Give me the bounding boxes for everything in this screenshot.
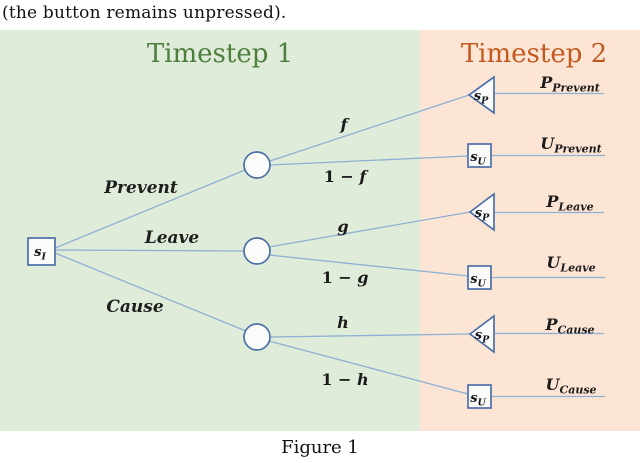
unpressed-node-leave: [467, 265, 492, 290]
outcome-label-p-cause: PCause: [544, 315, 594, 337]
chance-node-cause: [243, 323, 271, 351]
edge-one-minus-f: [269, 155, 469, 166]
pressed-node-leave-label: sP: [475, 206, 490, 224]
root-node-box: [27, 237, 56, 266]
branch-label-cause: Cause: [106, 297, 163, 317]
body-text-fragment: (the button remains unpressed).: [2, 3, 287, 23]
unpressed-node-prevent: [467, 143, 492, 168]
outcome-label-u-leave: ULeave: [546, 253, 595, 275]
outcome-label-u-prevent: UPrevent: [540, 134, 602, 156]
edge-one-minus-g: [268, 254, 469, 277]
timestep1-panel: [0, 30, 420, 431]
edge-f: [269, 94, 470, 162]
branch-label-prevent: Prevent: [103, 178, 178, 198]
edge-g: [268, 211, 471, 248]
pressed-node-leave: [468, 192, 495, 232]
timestep1-header: Timestep 1: [147, 39, 293, 69]
prob-label-f: f: [340, 115, 351, 134]
root-node-label: sI: [34, 245, 46, 263]
outcome-label-u-cause: UCause: [545, 375, 596, 397]
pressed-node-cause-label: sP: [475, 328, 490, 346]
edge-prevent: [54, 169, 246, 249]
timestep2-panel: [420, 30, 640, 431]
prob-label-one-minus-g: 1 − g: [322, 268, 369, 287]
edge-cause: [54, 252, 247, 332]
edge-leave: [54, 249, 245, 252]
prob-label-g: g: [337, 217, 348, 236]
pressed-node-prevent-label: sP: [474, 89, 489, 107]
outcome-label-p-leave: PLeave: [545, 192, 593, 214]
pressed-node-cause: [468, 314, 495, 354]
unpressed-node-cause-label: sU: [470, 391, 486, 409]
chance-node-leave: [243, 237, 271, 265]
figure-caption: Figure 1: [281, 437, 359, 458]
edge-h: [269, 333, 471, 338]
pressed-node-prevent: [467, 75, 495, 115]
prob-label-h: h: [337, 313, 349, 332]
edge-one-minus-h: [268, 340, 469, 395]
unpressed-node-leave-label: sU: [470, 272, 486, 290]
outcome-label-p-prevent: PPrevent: [539, 73, 600, 95]
branch-label-leave: Leave: [144, 228, 200, 248]
unpressed-node-prevent-label: sU: [470, 150, 486, 168]
chance-node-prevent: [243, 151, 271, 179]
prob-label-one-minus-f: 1 − f: [324, 167, 370, 186]
timestep2-header: Timestep 2: [461, 39, 607, 69]
unpressed-node-cause: [467, 384, 492, 409]
prob-label-one-minus-h: 1 − h: [321, 370, 368, 389]
